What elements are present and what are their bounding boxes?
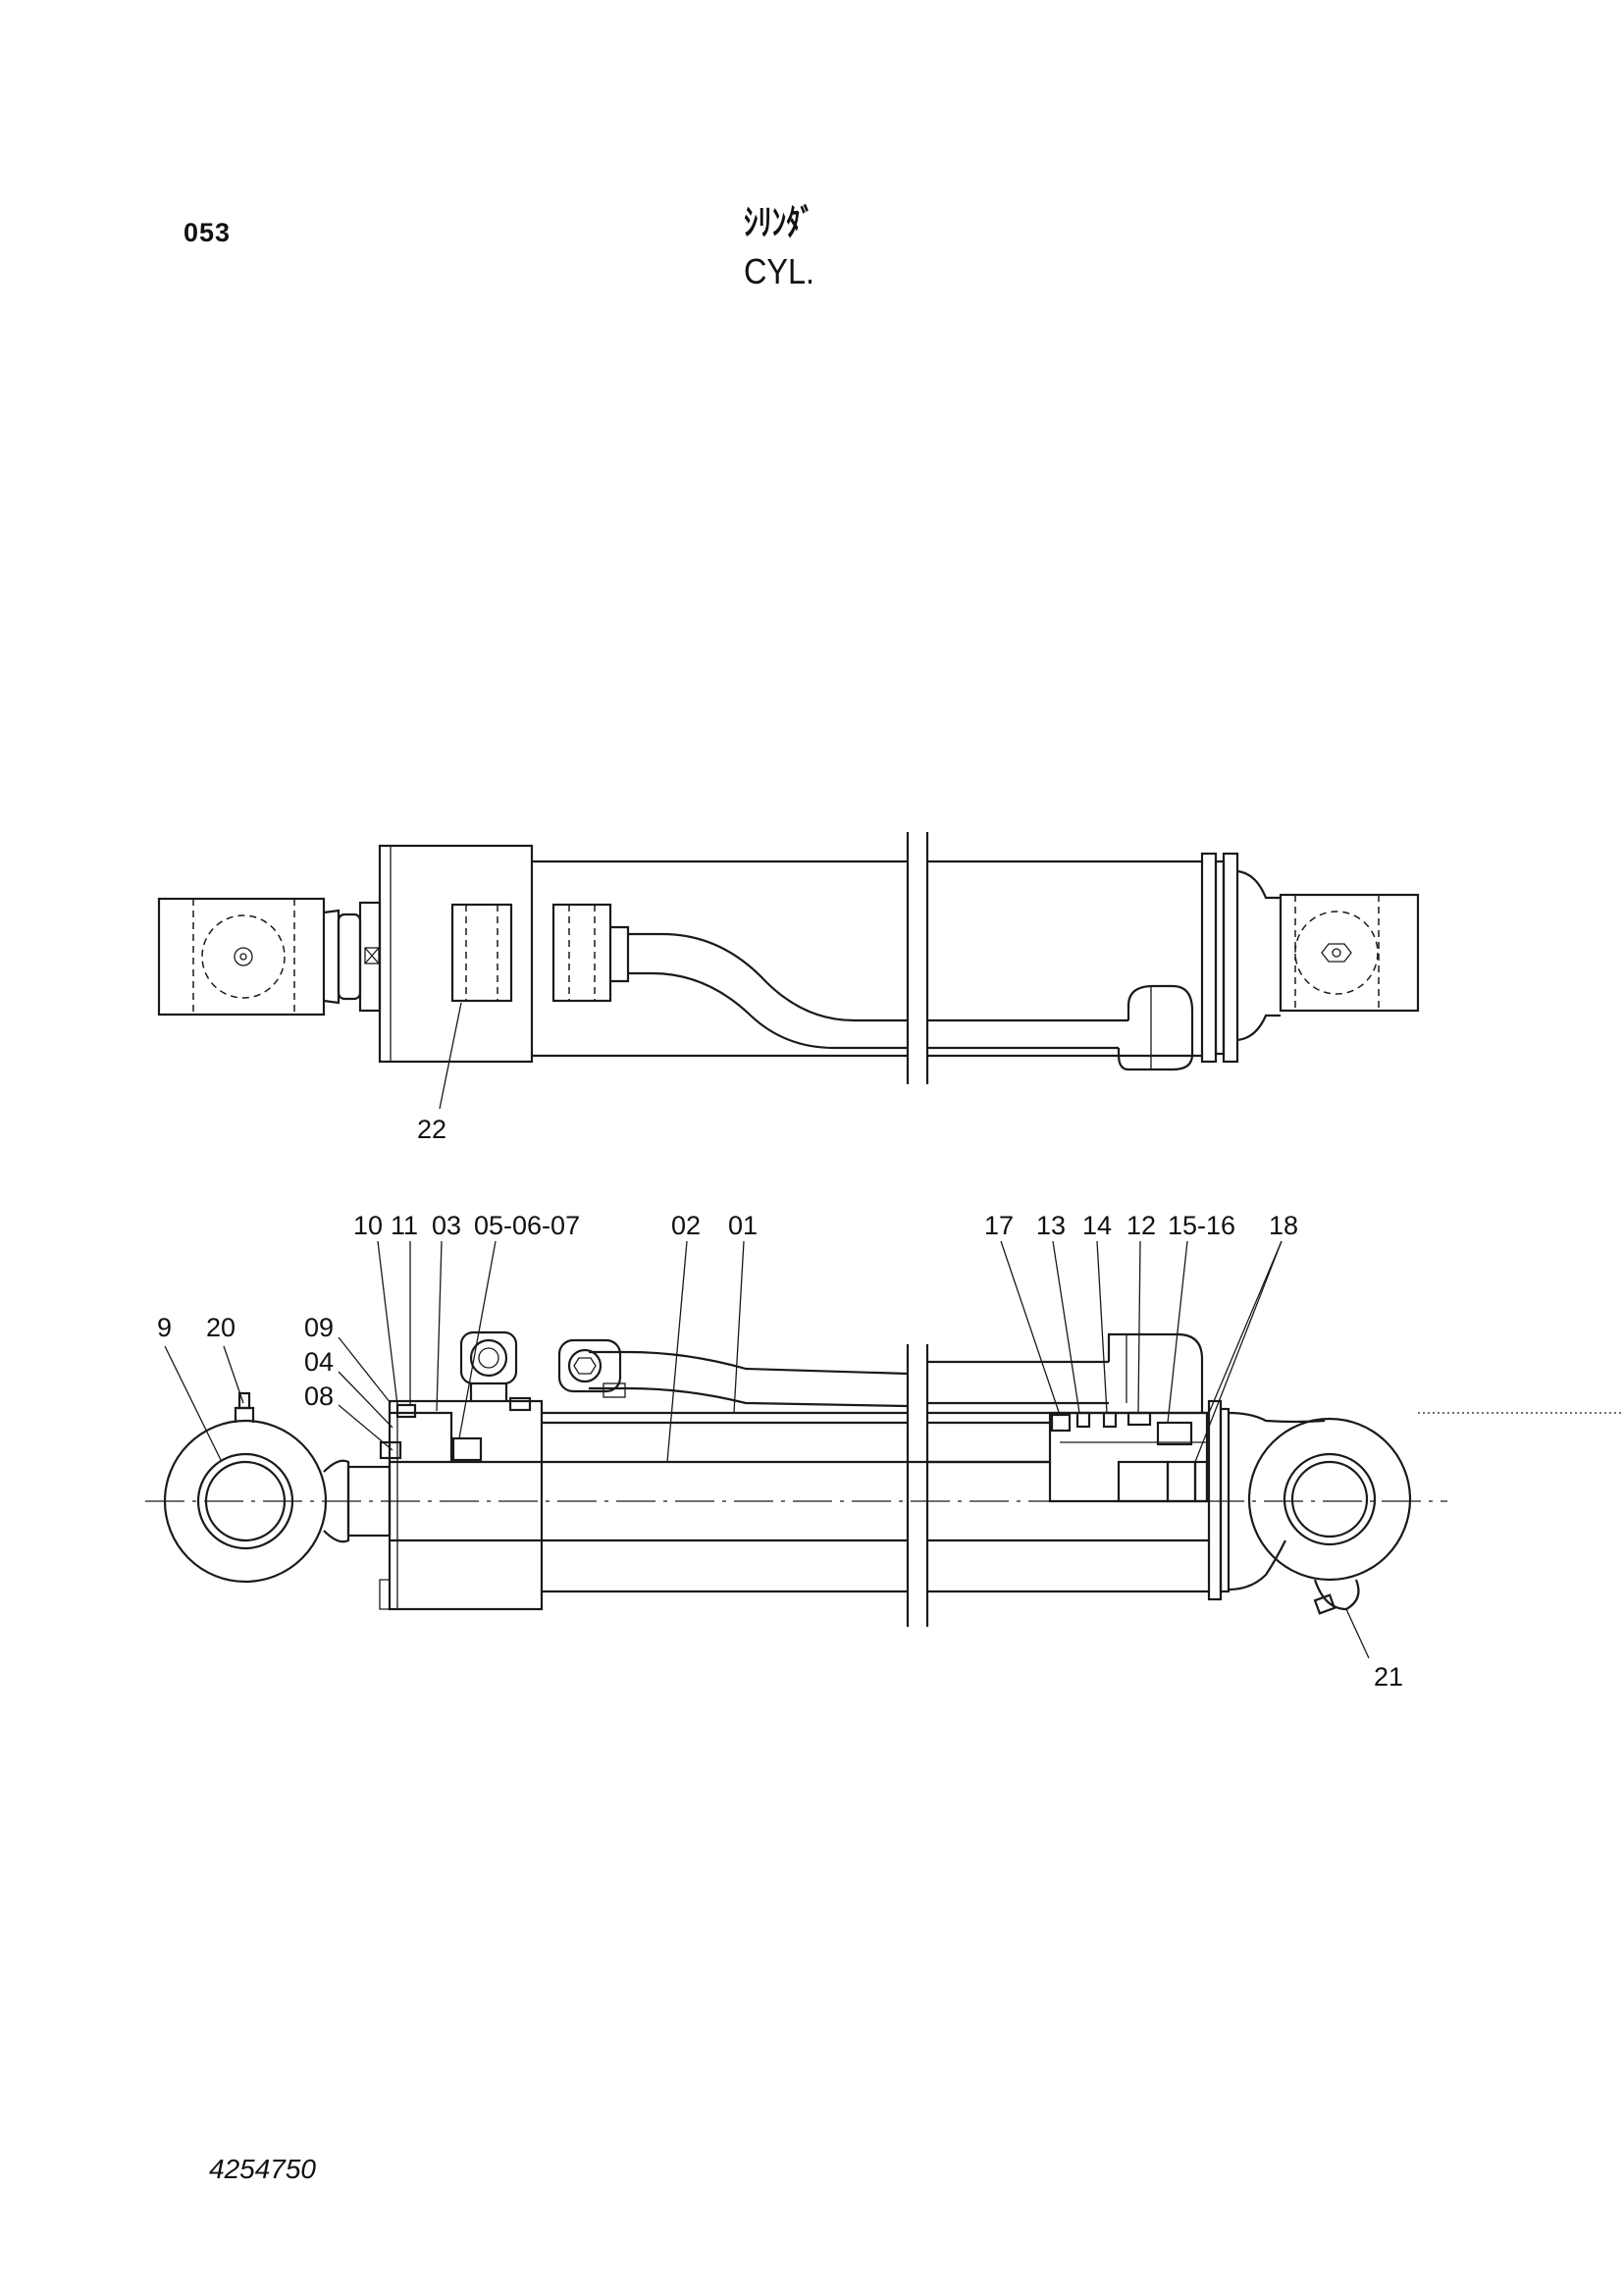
- rod-eye: [163, 1419, 328, 1584]
- callout-03: 03: [432, 1211, 461, 1240]
- cylinder-head-top: [378, 844, 534, 1064]
- callout-10: 10: [353, 1211, 383, 1240]
- callout-21: 21: [1374, 1662, 1403, 1692]
- callout-20: 20: [206, 1313, 236, 1342]
- cap-clevis-top: [1279, 893, 1420, 1013]
- cylinder-top-view: 22: [157, 832, 1420, 1144]
- callout-04: 04: [304, 1347, 334, 1377]
- cylinder-head-section: [388, 1399, 544, 1611]
- piston: [1048, 1411, 1209, 1503]
- callout-14: 14: [1082, 1211, 1112, 1240]
- page-number: 053: [183, 218, 232, 247]
- rod-clevis-top: [157, 897, 326, 1017]
- title-japanese: ｼﾘﾝﾀﾞ: [744, 203, 814, 243]
- cylinder-section-view: 10 11 03 05-06-07 02 01 17 13 14 12 15-1…: [145, 1211, 1624, 1692]
- callout-02: 02: [671, 1211, 701, 1240]
- callout-13: 13: [1036, 1211, 1066, 1240]
- callout-9: 9: [157, 1313, 172, 1342]
- title-english: CYL.: [744, 251, 815, 291]
- callout-18: 18: [1269, 1211, 1298, 1240]
- callout-08: 08: [304, 1382, 334, 1411]
- callout-15-16: 15-16: [1168, 1211, 1235, 1240]
- document-number: 4254750: [209, 2154, 317, 2184]
- callout-17: 17: [984, 1211, 1014, 1240]
- callout-22: 22: [417, 1115, 446, 1144]
- cap-eye: [1247, 1417, 1412, 1582]
- callout-11: 11: [391, 1211, 418, 1240]
- callout-05-06-07: 05-06-07: [474, 1211, 580, 1240]
- callout-12: 12: [1126, 1211, 1156, 1240]
- callout-01: 01: [728, 1211, 758, 1240]
- callout-09: 09: [304, 1313, 334, 1342]
